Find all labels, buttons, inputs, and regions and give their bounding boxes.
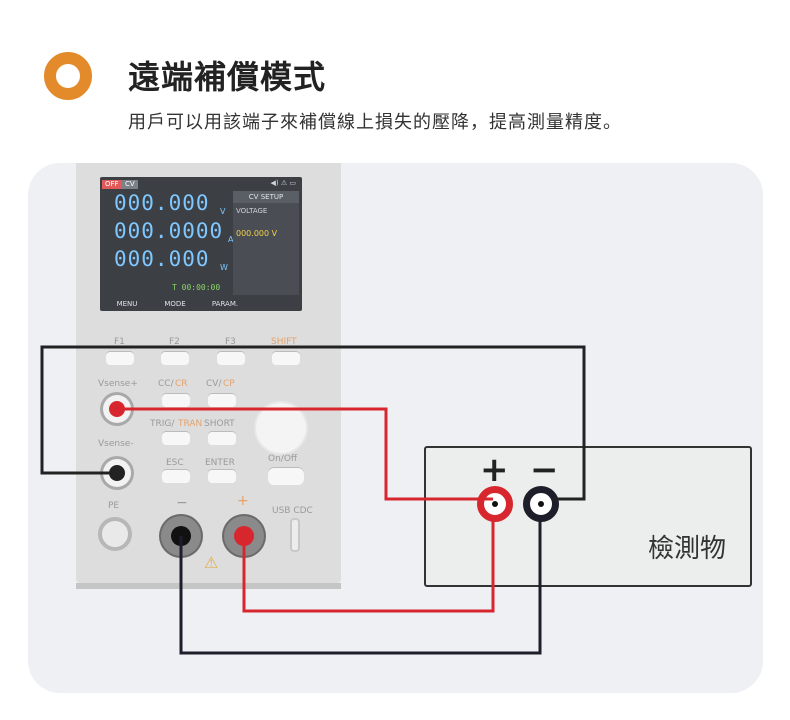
current-readout: 000.0000 (114, 219, 224, 243)
dut-minus-sign: − (530, 450, 559, 490)
power-minus-wire (179, 519, 542, 655)
label-vsense-minus: Vsense- (98, 439, 134, 449)
label-short: SHORT (204, 419, 235, 429)
softkey-menu[interactable]: MENU (116, 300, 138, 308)
label-enter: ENTER (205, 458, 235, 468)
label-cc: CC/ (158, 379, 174, 389)
vsense-minus-jack[interactable] (103, 459, 131, 487)
trig-tran-button[interactable] (162, 431, 190, 445)
label-tran: TRAN (178, 419, 203, 429)
label-plus-terminal: + (237, 493, 249, 509)
label-cp: CP (223, 379, 235, 389)
f1-button[interactable] (106, 351, 134, 365)
cv-setup-label: VOLTAGE (236, 207, 268, 215)
power-unit: W (220, 263, 228, 272)
cv-setup-panel: CV SETUP VOLTAGE 000.000 V (233, 191, 299, 295)
power-plus-wire (242, 519, 495, 613)
device-screen: OFF CV ◀) ⚠ ▭ 000.000 V 000.0000 A 000.0… (100, 177, 302, 311)
voltage-unit: V (220, 207, 226, 216)
current-unit: A (228, 235, 234, 244)
cc-cr-button[interactable] (162, 393, 190, 407)
power-readout: 000.000 (114, 247, 210, 271)
label-f1: F1 (114, 337, 125, 347)
cv-setup-value: 000.000 V (236, 229, 278, 238)
page-subtitle: 用戶可以用該端子來補償線上損失的壓降，提高測量精度。 (128, 112, 622, 133)
label-onoff: On/Off (268, 454, 298, 464)
dut-negative-terminal[interactable] (523, 486, 559, 522)
cv-cp-button[interactable] (208, 393, 236, 407)
esc-button[interactable] (162, 469, 190, 483)
status-off-badge: OFF (102, 180, 122, 189)
device-base (76, 583, 341, 589)
diagram-panel: OFF CV ◀) ⚠ ▭ 000.000 V 000.0000 A 000.0… (28, 163, 763, 693)
dut-plus-sign: + (480, 450, 509, 490)
timer-readout: T 00:00:00 (172, 283, 221, 292)
status-cv-badge: CV (122, 180, 138, 189)
sense-minus-wire (40, 345, 586, 501)
on-off-button[interactable] (268, 467, 304, 485)
device-under-test: + − 檢測物 (424, 446, 752, 587)
label-cr: CR (175, 379, 188, 389)
rotary-knob[interactable] (256, 403, 306, 453)
dut-label: 檢測物 (647, 534, 726, 564)
softkey-param[interactable]: PARAM. (211, 300, 239, 308)
page-title: 遠端補償模式 (128, 58, 327, 96)
wiring-diagram (40, 345, 586, 655)
shift-button[interactable] (272, 351, 300, 365)
vsense-minus-jack-core (109, 465, 125, 481)
label-cv: CV/ (206, 379, 222, 389)
label-usb-cdc: USB CDC (272, 506, 313, 516)
enter-button[interactable] (208, 469, 236, 483)
label-trig: TRIG/ (150, 419, 175, 429)
orange-ring-icon (44, 52, 92, 100)
cv-setup-title: CV SETUP (233, 191, 299, 203)
speaker-icon: ◀) ⚠ ▭ (270, 179, 296, 187)
label-pe: PE (108, 501, 120, 511)
warning-icon: ⚠ (204, 553, 219, 572)
short-button[interactable] (208, 431, 236, 445)
softkey-bar: MENU MODE PARAM. (100, 297, 302, 311)
label-shift: SHIFT (271, 337, 297, 347)
voltage-readout: 000.000 (114, 191, 210, 215)
softkey-mode[interactable]: MODE (164, 300, 186, 308)
label-minus-terminal: − (176, 495, 188, 511)
label-f2: F2 (169, 337, 180, 347)
sense-plus-wire (116, 407, 493, 501)
usb-port (290, 518, 300, 552)
pe-ground-jack[interactable] (98, 517, 132, 551)
f3-button[interactable] (217, 351, 245, 365)
dut-negative-terminal-dot (538, 501, 544, 507)
label-esc: ESC (166, 458, 184, 468)
label-vsense-plus: Vsense+ (98, 379, 138, 389)
label-f3: F3 (225, 337, 236, 347)
f2-button[interactable] (161, 351, 189, 365)
dut-positive-terminal-dot (492, 501, 498, 507)
dut-positive-terminal[interactable] (477, 486, 513, 522)
